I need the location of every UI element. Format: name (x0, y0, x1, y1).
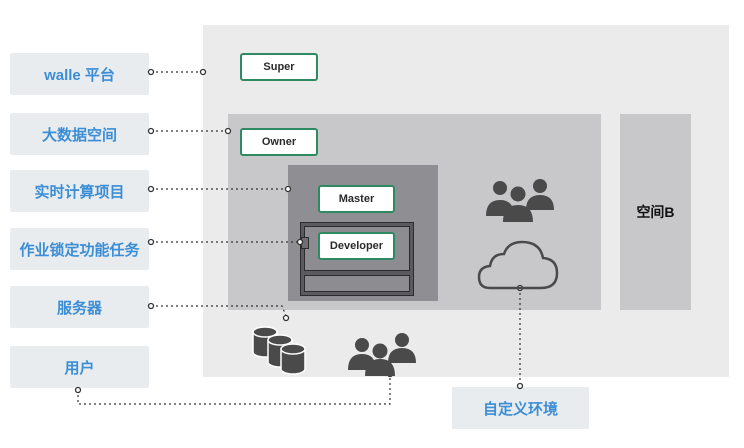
realtime-project-label: 实时计算项目 (10, 170, 149, 212)
users-group-icon (348, 333, 416, 376)
database-icon (252, 326, 306, 375)
developer-role-label: Developer (329, 240, 384, 252)
master-role-box: Master (318, 185, 395, 213)
developer-bar-bottom (304, 275, 410, 292)
space-b-region: 空间B (620, 114, 691, 310)
user-label: 用户 (10, 346, 149, 388)
walle-platform-text: walle 平台 (44, 66, 115, 84)
space-b-label: 空间B (636, 204, 675, 220)
job-lock-label: 作业锁定功能任务 (10, 228, 149, 270)
server-label: 服务器 (10, 286, 149, 328)
super-role-box: Super (240, 53, 318, 81)
server-connector (151, 305, 287, 317)
custom-env-label: 自定义环境 (452, 387, 589, 429)
server-text: 服务器 (56, 299, 102, 317)
big-data-space-text: 大数据空间 (41, 126, 117, 144)
developer-role-box: Developer (318, 232, 395, 260)
super-role-label: Super (263, 61, 295, 73)
custom-env-text: 自定义环境 (482, 400, 558, 418)
cloud-icon (477, 240, 559, 290)
walle-platform-label: walle 平台 (10, 53, 149, 95)
user-connector (77, 375, 391, 405)
owner-role-box: Owner (240, 128, 318, 156)
users-group-icon (486, 179, 554, 222)
master-role-label: Master (338, 193, 375, 205)
owner-role-label: Owner (261, 136, 297, 148)
job-lock-text: 作业锁定功能任务 (19, 241, 140, 259)
big-data-space-label: 大数据空间 (10, 113, 149, 155)
user-text: 用户 (64, 359, 95, 377)
realtime-project-text: 实时计算项目 (34, 183, 125, 201)
